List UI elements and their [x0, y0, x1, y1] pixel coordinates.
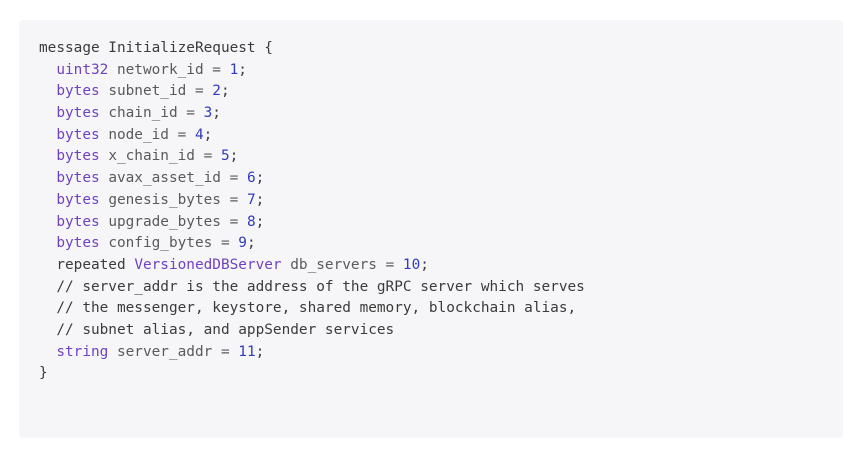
field-token: chain_id =: [99, 105, 204, 122]
code-listing: message InitializeRequest { uint32 netwo…: [39, 38, 585, 385]
number-token: 7: [246, 191, 256, 208]
code-block: message InitializeRequest { uint32 netwo…: [19, 20, 843, 438]
number-token: 8: [246, 213, 256, 230]
punctuation-token: ;: [255, 170, 265, 187]
type-token: bytes: [56, 213, 100, 230]
code-indent: [39, 214, 56, 230]
code-line: bytes upgrade_bytes = 8;: [39, 212, 585, 234]
code-indent: [39, 344, 56, 360]
code-indent: [39, 170, 56, 186]
comment-token: // subnet alias, and appSender services: [56, 321, 395, 338]
type-token: bytes: [56, 235, 100, 252]
code-indent: [39, 127, 56, 143]
code-line: bytes x_chain_id = 5;: [39, 146, 585, 168]
code-line: bytes chain_id = 3;: [39, 103, 585, 125]
type-token: string: [56, 343, 109, 360]
number-token: 10: [402, 256, 421, 273]
comment-token: // the messenger, keystore, shared memor…: [56, 300, 577, 317]
code-line: uint32 network_id = 1;: [39, 60, 585, 82]
code-indent: [39, 300, 56, 316]
keyword-token: repeated: [56, 256, 135, 273]
punctuation-token: ;: [212, 105, 221, 122]
type-token: bytes: [56, 83, 100, 100]
field-token: network_id =: [108, 61, 230, 78]
code-indent: [39, 235, 56, 251]
code-line: repeated VersionedDBServer db_servers = …: [39, 255, 585, 277]
code-indent: [39, 62, 56, 78]
code-line: // the messenger, keystore, shared memor…: [39, 298, 585, 320]
number-token: 9: [238, 235, 247, 252]
keyword-token: }: [39, 365, 48, 382]
type-token: uint32: [56, 61, 109, 78]
code-indent: [39, 105, 56, 121]
field-token: subnet_id =: [99, 83, 213, 100]
code-line: bytes avax_asset_id = 6;: [39, 168, 585, 190]
field-token: genesis_bytes =: [99, 191, 247, 208]
code-indent: [39, 279, 56, 295]
number-token: 5: [220, 148, 230, 165]
field-token: node_id =: [99, 126, 195, 143]
number-token: 11: [238, 343, 256, 360]
keyword-token: message InitializeRequest {: [39, 40, 273, 56]
code-line: bytes subnet_id = 2;: [39, 81, 585, 103]
field-token: x_chain_id =: [99, 148, 221, 165]
code-line: // subnet alias, and appSender services: [39, 320, 585, 342]
code-indent: [39, 257, 56, 273]
code-indent: [39, 148, 56, 164]
type-token: bytes: [56, 170, 100, 187]
code-line: string server_addr = 11;: [39, 342, 585, 364]
punctuation-token: ;: [255, 213, 265, 230]
code-indent: [39, 322, 56, 338]
field-token: db_servers =: [281, 256, 403, 273]
punctuation-token: ;: [220, 83, 230, 100]
code-line: bytes config_bytes = 9;: [39, 233, 585, 255]
type-token: bytes: [56, 126, 100, 143]
code-line: }: [39, 363, 585, 385]
punctuation-token: ;: [238, 61, 247, 78]
type-token: bytes: [56, 105, 100, 122]
punctuation-token: ;: [255, 343, 265, 360]
punctuation-token: ;: [203, 126, 213, 143]
type-token: bytes: [56, 191, 100, 208]
code-line: // server_addr is the address of the gRP…: [39, 277, 585, 299]
comment-token: // server_addr is the address of the gRP…: [56, 278, 585, 295]
code-indent: [39, 83, 56, 99]
punctuation-token: ;: [246, 235, 256, 252]
field-token: server_addr =: [108, 343, 239, 360]
punctuation-token: ;: [229, 148, 239, 165]
field-token: config_bytes =: [99, 235, 239, 252]
punctuation-token: ;: [420, 256, 429, 273]
field-token: upgrade_bytes =: [99, 213, 247, 230]
code-indent: [39, 192, 56, 208]
number-token: 3: [203, 105, 213, 122]
punctuation-token: ;: [255, 191, 265, 208]
number-token: 1: [229, 61, 239, 78]
code-line: message InitializeRequest {: [39, 38, 585, 60]
field-token: avax_asset_id =: [99, 170, 247, 187]
number-token: 2: [212, 83, 221, 100]
number-token: 6: [246, 170, 256, 187]
type-token: VersionedDBServer: [134, 256, 282, 273]
code-line: bytes genesis_bytes = 7;: [39, 190, 585, 212]
number-token: 4: [194, 126, 204, 143]
code-line: bytes node_id = 4;: [39, 125, 585, 147]
type-token: bytes: [56, 148, 100, 165]
